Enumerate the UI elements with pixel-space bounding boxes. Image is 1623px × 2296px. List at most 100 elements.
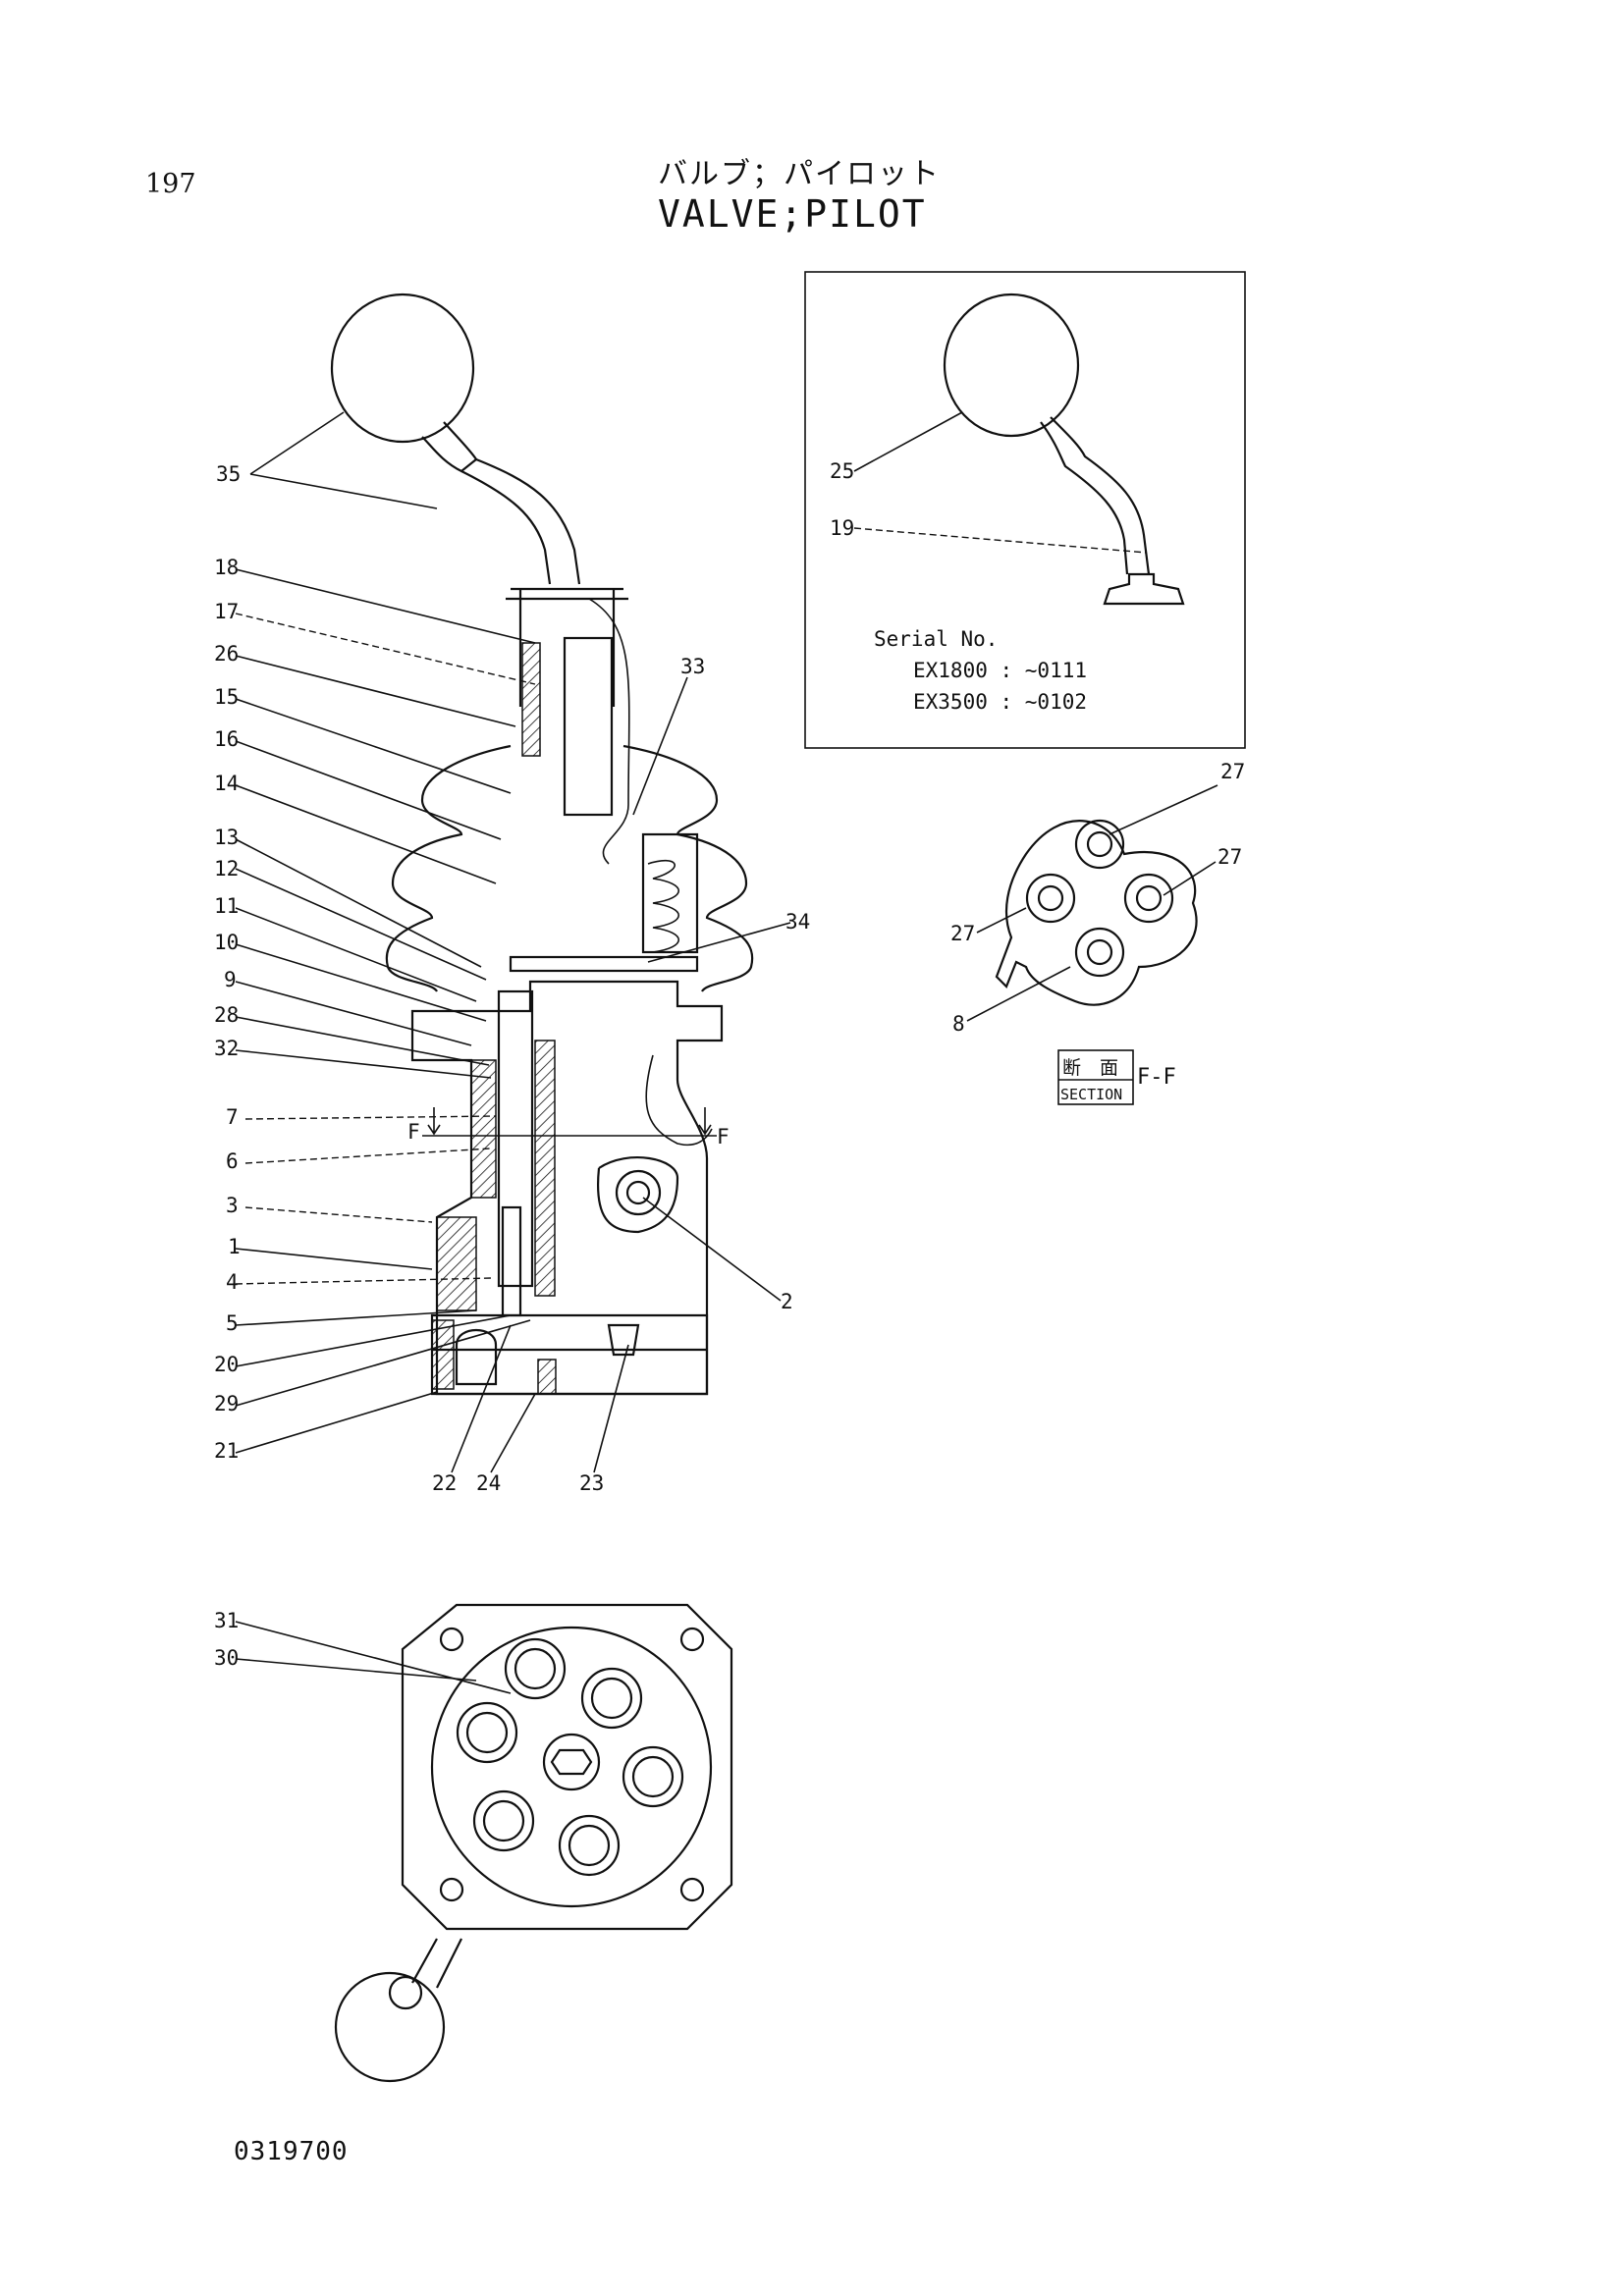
callout-18: 18 [214, 556, 239, 579]
callout-29: 29 [214, 1392, 239, 1415]
inset-early-serial [804, 271, 1246, 749]
section-jp-text: 断 面 [1062, 1057, 1118, 1079]
cap-wall-left [521, 642, 541, 757]
mount-hole-tr [679, 1627, 705, 1652]
section-ff-view [995, 819, 1198, 1006]
callout-5: 5 [226, 1311, 239, 1335]
callout-13: 13 [214, 826, 239, 849]
bottom-port-6 [456, 1701, 518, 1764]
port-top-inner [1086, 830, 1113, 858]
body-wall-right [534, 1040, 556, 1297]
callout-30: 30 [214, 1646, 239, 1670]
callout-26: 26 [214, 642, 239, 666]
grip-knob [330, 293, 475, 444]
leader-lines [235, 411, 1218, 1694]
bottom-grip [334, 1971, 446, 2083]
bottom-plug [455, 1329, 498, 1386]
bottom-flange-outline [401, 1603, 733, 1931]
port-top-outer [1074, 819, 1125, 870]
callout-6: 6 [226, 1149, 239, 1173]
callout-7: 7 [226, 1105, 239, 1129]
upper-spring-housing [641, 832, 699, 954]
push-plate [509, 955, 699, 973]
callout-8: 8 [952, 1012, 965, 1036]
callout-14: 14 [214, 772, 239, 795]
callout-31: 31 [214, 1609, 239, 1632]
callout-17: 17 [214, 600, 239, 623]
port-right-inner [1135, 884, 1163, 912]
body-wall-left [470, 1059, 497, 1199]
top-cap [506, 587, 628, 707]
section-arrow-left [427, 1107, 441, 1136]
bottom-lever [411, 1938, 462, 1989]
callout-16: 16 [214, 727, 239, 751]
callout-32: 32 [214, 1037, 239, 1060]
drawing-code: 0319700 [234, 2137, 349, 2166]
callout-35: 35 [216, 462, 241, 486]
serial-entry-ex3500: EX3500 : ~0102 [913, 690, 1087, 714]
serial-label: Serial No. [874, 627, 998, 651]
callout-labels: 35 18 17 26 15 16 14 13 12 11 10 9 28 32… [214, 459, 1245, 1670]
valve-body-outline [410, 980, 724, 1396]
callout-19: 19 [830, 516, 854, 540]
page-number: 197 [145, 169, 196, 199]
callout-2: 2 [781, 1290, 793, 1313]
callout-1: 1 [228, 1235, 241, 1258]
bottom-boss [430, 1626, 713, 1908]
center-plug [542, 1733, 601, 1791]
callout-24: 24 [476, 1471, 501, 1495]
grip-neck [421, 421, 478, 473]
port-fitting-inner [625, 1180, 651, 1205]
mount-hole-br [679, 1877, 705, 1902]
bottom-plan-view [334, 1603, 733, 2083]
bottom-plate [430, 1313, 709, 1396]
center-hex [550, 1748, 593, 1776]
mount-hole-tl [439, 1627, 464, 1652]
section-id: F-F [1137, 1065, 1176, 1090]
bottom-port-5 [472, 1789, 535, 1852]
section-label: 断 面 SECTION F-F [1057, 1049, 1176, 1105]
lever-upper [460, 457, 581, 585]
section-label-box [1057, 1049, 1134, 1105]
callout-22: 22 [432, 1471, 457, 1495]
port-left-inner [1037, 884, 1064, 912]
section-marker-f-right: F [717, 1125, 730, 1148]
bottom-wall-left [431, 1319, 455, 1390]
port-right-outer [1123, 873, 1174, 924]
bottom-seal [537, 1359, 557, 1395]
bottom-grip-stem [388, 1975, 423, 2010]
inset-base [1103, 572, 1185, 606]
section-marker-f-left: F [407, 1120, 420, 1144]
mount-hole-bl [439, 1877, 464, 1902]
inset-frame [804, 271, 1246, 749]
callout-12: 12 [214, 857, 239, 881]
port-fitting-outer [615, 1169, 662, 1216]
section-arrow-right [698, 1107, 712, 1136]
bottom-port-23 [607, 1323, 640, 1357]
section-word: SECTION [1060, 1086, 1122, 1103]
callout-27-right: 27 [1217, 845, 1242, 869]
bottom-port-2 [580, 1667, 643, 1730]
spring-rod [563, 636, 614, 817]
wire-harness [588, 598, 713, 1147]
inset-grip-knob [943, 293, 1080, 438]
side-port-boss [597, 1156, 679, 1234]
callout-23: 23 [579, 1471, 604, 1495]
callout-33: 33 [680, 655, 705, 678]
callout-9: 9 [224, 968, 237, 991]
port-bottom-inner [1086, 938, 1113, 966]
callout-27-left: 27 [950, 922, 975, 945]
callout-11: 11 [214, 894, 239, 918]
title-english: VALVE;PILOT [658, 192, 927, 236]
bottom-port-1 [504, 1637, 567, 1700]
spool [497, 989, 534, 1288]
return-spring [647, 859, 680, 953]
body-base-left [436, 1216, 477, 1311]
bottom-port-4 [558, 1814, 621, 1877]
port-bottom-outer [1074, 927, 1125, 978]
main-section-view [330, 293, 754, 1396]
inset-lever [1040, 416, 1151, 575]
title-japanese: バルブ；パイロット [658, 157, 941, 191]
callout-4: 4 [226, 1270, 239, 1294]
